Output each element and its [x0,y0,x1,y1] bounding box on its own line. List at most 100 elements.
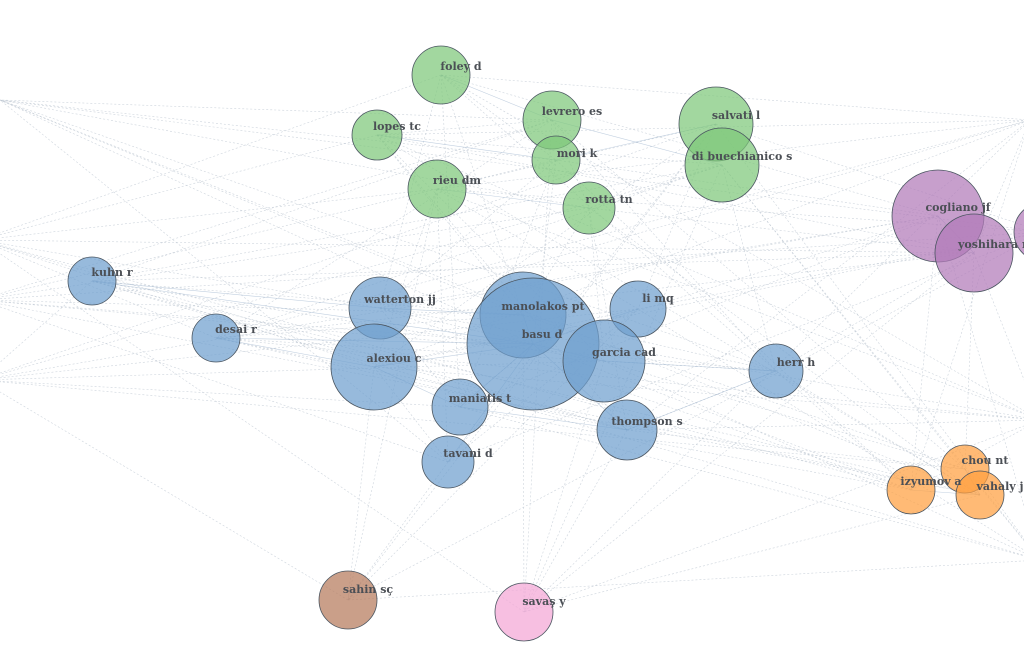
node-label-lopes: lopes tc [373,120,421,133]
network-edge [626,420,1024,431]
network-edge [637,308,1024,551]
node-desai[interactable] [191,313,241,363]
network-edge [91,119,553,282]
network-edge [0,188,438,239]
node-limq[interactable] [609,280,667,338]
node-label-watterton: watterton jj [363,293,436,306]
network-edge [0,247,217,339]
network-edge [373,123,717,368]
node-label-chou: chou nt [962,454,1010,467]
node-foley[interactable] [411,45,471,105]
network-edge [532,159,557,345]
network-edge [376,134,1024,414]
node-savas[interactable] [494,582,554,642]
node-label-kuhn: kuhn r [91,266,132,279]
network-edge [215,164,723,339]
network-edge [379,121,1024,309]
network-edge [436,188,449,463]
network-edge [440,74,912,491]
network-edge [523,425,1024,613]
node-label-cogliano: cogliano jf [925,201,991,214]
node-garcia[interactable] [562,319,646,403]
node-label-desai: desai r [215,323,257,336]
network-edge [447,239,1024,463]
node-label-rieu: rieu dm [433,174,481,187]
network-edge [588,207,981,496]
network-edge [0,253,525,613]
node-label-sahin: sahin sç [343,583,394,596]
node-label-izyumov: izyumov a [900,475,961,488]
network-edge [440,74,461,408]
node-label-dibuc: di buechianico s [692,150,793,163]
network-edge [436,120,1024,190]
network-edge [440,74,1024,120]
node-maniatis[interactable] [431,378,489,436]
node-vahaly[interactable] [955,470,1005,520]
network-edge [0,239,975,254]
network-edge [0,123,717,374]
network-edge [436,188,639,310]
node-herr[interactable] [748,343,804,399]
network-edge [626,429,966,470]
node-kuhn[interactable] [67,256,117,306]
network-edge [721,164,1024,541]
network-edge [0,134,378,236]
network-edge [379,307,1024,418]
network-edge [0,245,912,491]
network-edge [0,306,449,463]
node-label-mori: mori k [557,147,598,160]
node-dibuc[interactable] [684,127,760,203]
node-mori[interactable] [531,135,581,185]
network-edge [91,280,1024,556]
network-edge [0,99,590,209]
node-purple3[interactable] [1013,202,1024,262]
node-rotta[interactable] [562,181,616,235]
network-edge [347,560,1024,601]
node-label-yoshihara: yoshihara n [957,238,1024,251]
network-edge [532,343,912,491]
node-label-salvati: salvati l [712,109,760,122]
network-edge [626,124,1024,431]
network-edge [215,252,975,339]
network-edge [522,314,777,372]
network-edge [347,366,375,601]
network-edge [436,188,1024,231]
node-sahin[interactable] [318,570,378,630]
network-edge [91,252,975,282]
node-alexiou[interactable] [330,323,418,411]
network-edge [0,232,1024,300]
network-edge [588,207,975,254]
network-edge [91,164,723,282]
node-label-basu: basu d [522,328,563,341]
network-edge [0,243,381,309]
network-edge [440,74,1024,412]
network-edge [721,164,777,372]
network-edge [775,252,975,372]
network-edge [0,99,557,161]
network-edge [91,280,524,316]
network-edge [376,134,975,254]
network-edge [551,119,777,372]
node-lopes[interactable] [351,109,403,161]
network-edge [523,429,628,613]
node-izyumov[interactable] [886,465,936,515]
network-edge [376,119,1024,136]
network-edge [523,494,981,613]
network-edge [0,74,442,234]
node-label-alexiou: alexiou c [367,352,422,365]
node-label-rotta: rotta tn [585,193,632,206]
node-yoshihara[interactable] [934,213,1014,293]
network-edge [0,215,939,377]
node-tavani[interactable] [421,435,475,489]
network-edge [0,300,524,316]
node-label-tavani: tavani d [443,447,493,460]
node-thompson[interactable] [596,399,658,461]
node-label-savas: savaş y [522,595,566,608]
network-edge [373,366,1024,420]
network-edge [376,134,981,496]
node-rieu[interactable] [407,159,467,219]
node-layer [67,45,1024,642]
node-label-maniatis: maniatis t [449,392,512,405]
